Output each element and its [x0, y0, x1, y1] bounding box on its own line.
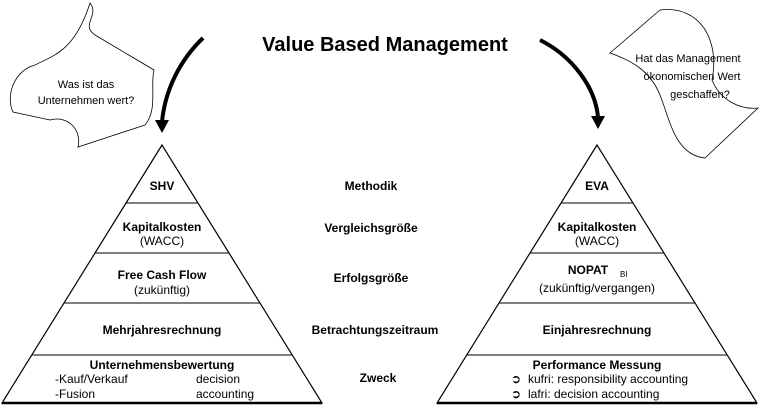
diagram-title: Value Based Management	[262, 34, 508, 56]
right-level5-item: kufri: responsibility accounting	[528, 372, 688, 386]
left-level5-item: -Kauf/Verkauf	[55, 372, 128, 386]
arrow-right-icon	[539, 38, 605, 129]
left-level3-title: Free Cash Flow	[118, 268, 207, 282]
left-level5-item-right: decision	[196, 372, 240, 386]
left-level2-sub: (WACC)	[140, 234, 184, 248]
left-level2-title: Kapitalkosten	[123, 220, 202, 234]
right-level3-subscript: BI	[620, 270, 628, 279]
right-pyramid: EVA Kapitalkosten (WACC) NOPAT BI (zukün…	[435, 143, 759, 405]
left-level5-title: Unternehmensbewertung	[90, 358, 235, 372]
label-zweck: Zweck	[360, 371, 397, 385]
left-level1: SHV	[150, 179, 175, 193]
right-level4: Einjahresrechnung	[543, 323, 652, 337]
arrow-left-icon	[155, 36, 205, 133]
right-level5-item: lafri: decision accounting	[528, 387, 659, 401]
label-betrachtungszeitraum: Betrachtungszeitraum	[312, 323, 439, 337]
right-level2-title: Kapitalkosten	[558, 220, 637, 234]
left-pyramid: SHV Kapitalkosten (WACC) Free Cash Flow …	[0, 143, 324, 405]
note-left-line-2: Unternehmen wert?	[38, 95, 135, 107]
label-vergleichsgroesse: Vergleichsgröße	[324, 221, 418, 235]
right-level3-sub: (zukünftig/vergangen)	[539, 281, 655, 295]
bullet-arrow-icon: ➲	[511, 372, 521, 386]
note-left-line-1: Was ist das	[58, 79, 115, 91]
right-level5-title: Performance Messung	[533, 358, 662, 372]
right-level2-sub: (WACC)	[575, 234, 619, 248]
note-left: Was ist das Unternehmen wert?	[9, 2, 155, 148]
left-level5-item-right: accounting	[196, 387, 254, 401]
left-level5-item: -Fusion	[55, 387, 95, 401]
middle-labels: Methodik Vergleichsgröße Erfolgsgröße Be…	[312, 179, 439, 385]
note-right-line-1: Hat das Management	[635, 53, 740, 65]
note-right: Hat das Management ökonomischen Wert ges…	[609, 9, 760, 159]
left-level4: Mehrjahresrechnung	[103, 323, 222, 337]
label-erfolgsgroesse: Erfolgsgröße	[334, 271, 409, 285]
note-right-line-2: ökonomischen Wert	[643, 71, 740, 83]
right-level3-title: NOPAT	[568, 263, 609, 277]
bullet-arrow-icon: ➲	[511, 387, 521, 401]
right-level1: EVA	[585, 179, 609, 193]
note-right-line-3: geschaffen?	[670, 89, 730, 101]
left-level3-sub: (zukünftig)	[134, 283, 190, 297]
label-methodik: Methodik	[345, 179, 398, 193]
